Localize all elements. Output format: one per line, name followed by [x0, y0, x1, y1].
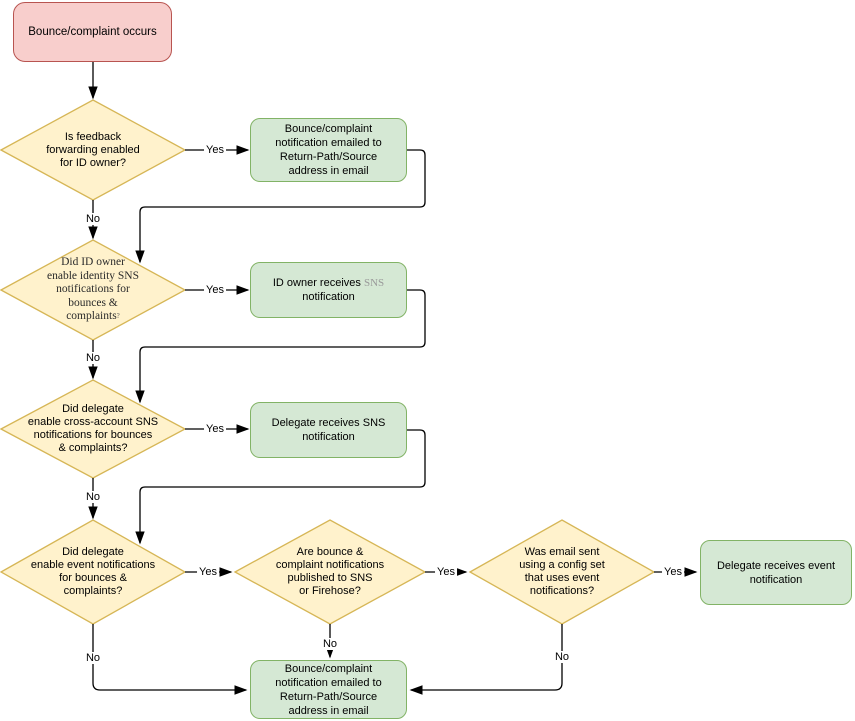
decision-label: Did delegate enable event notifications …	[30, 546, 156, 597]
edge-d4-no-to-g5	[92, 624, 248, 695]
decision-text-identity-sns: Did ID owner enable identity SNS notific…	[13, 245, 173, 335]
decision-label: Did ID owner enable identity SNS notific…	[47, 256, 139, 324]
result-node-label-line2: notification	[302, 291, 355, 303]
edge-d6-no-to-g5	[409, 624, 563, 695]
result-node-label: Delegate receives SNS notification	[271, 417, 386, 443]
edge-label-yes-published: Yes	[435, 566, 457, 578]
result-node-label: ID owner receives SNS notification	[273, 276, 384, 304]
edge-g2-loop-to-d3	[135, 289, 426, 404]
edge-label-no-identity-sns: No	[83, 352, 103, 364]
decision-label: Are bounce & complaint notifications pub…	[275, 546, 385, 597]
edge-label-no-config-set: No	[552, 651, 572, 663]
decision-label-question-mark: ?	[116, 312, 120, 321]
decision-label: Was email sent using a config set that u…	[519, 546, 605, 597]
result-node-label: Delegate receives event notification	[716, 559, 835, 586]
edge-label-no-cross-account: No	[83, 491, 103, 503]
edge-label-yes-config-set: Yes	[662, 566, 684, 578]
result-node-delegate-receives-sns: Delegate receives SNS notification	[250, 402, 407, 458]
decision-text-event-notifications: Did delegate enable event notifications …	[5, 527, 181, 617]
result-node-id-owner-receives-sns: ID owner receives SNS notification	[250, 262, 407, 318]
result-node-label: Bounce/complaint notification emailed to…	[275, 662, 382, 717]
result-node-delegate-receives-event: Delegate receives event notification	[700, 540, 852, 605]
result-node-label: Bounce/complaint notification emailed to…	[275, 123, 382, 177]
start-node-bounce-complaint-occurs: Bounce/complaint occurs	[13, 2, 172, 62]
edge-label-yes-event-notif: Yes	[197, 566, 219, 578]
decision-text-published-sns-firehose: Are bounce & complaint notifications pub…	[242, 527, 418, 617]
decision-text-feedback-forwarding: Is feedback forwarding enabled for ID ow…	[13, 105, 173, 195]
edge-label-yes-feedback: Yes	[204, 144, 226, 156]
decision-label: Did delegate enable cross-account SNS no…	[27, 403, 159, 454]
sns-styled-text: SNS	[363, 277, 385, 289]
result-node-emailed-return-path-bottom: Bounce/complaint notification emailed to…	[250, 660, 407, 719]
edge-label-yes-cross-account: Yes	[204, 423, 226, 435]
edge-g3-loop-to-d4	[135, 429, 426, 545]
decision-label: Is feedback forwarding enabled for ID ow…	[46, 130, 140, 169]
result-node-emailed-return-path-top: Bounce/complaint notification emailed to…	[250, 118, 407, 182]
edge-g1-loop-to-d2	[135, 149, 426, 264]
edge-label-no-feedback: No	[83, 213, 103, 225]
decision-text-cross-account-sns: Did delegate enable cross-account SNS no…	[5, 384, 181, 474]
decision-label-main: Did ID owner enable identity SNS notific…	[47, 256, 139, 323]
decision-text-config-set: Was email sent using a config set that u…	[474, 527, 650, 617]
edge-label-no-event-notif: No	[83, 652, 103, 664]
start-node-label: Bounce/complaint occurs	[28, 26, 157, 38]
result-node-label-prefix: ID owner receives	[272, 277, 364, 289]
edge-label-yes-identity-sns: Yes	[204, 284, 226, 296]
edge-label-no-published: No	[320, 638, 340, 650]
